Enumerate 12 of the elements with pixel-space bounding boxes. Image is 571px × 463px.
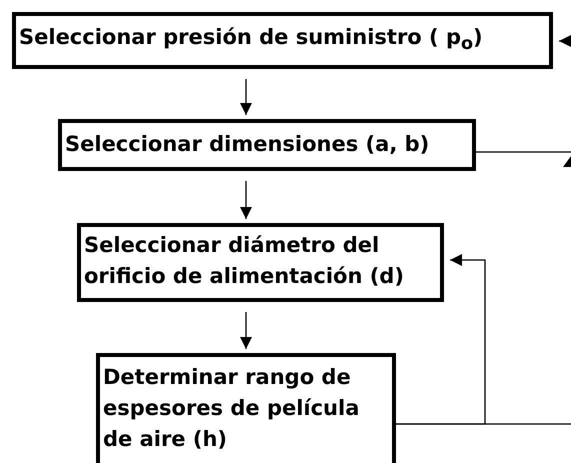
process-box — [96, 353, 396, 463]
process-box — [12, 12, 553, 69]
step-text: Determinar rango de espesores de película de aire (h) — [103, 364, 360, 453]
arrow — [240, 181, 252, 219]
arrow — [240, 79, 252, 115]
process-box — [77, 223, 444, 302]
arrow — [559, 35, 571, 47]
arrow — [240, 312, 252, 349]
step-text: Seleccionar diámetro del orificio de alimentación (d) — [84, 232, 405, 290]
step-text: Seleccionar presión de suministro ( p$_{o}$) — [19, 24, 483, 56]
process-box — [58, 119, 476, 171]
step-text: Seleccionar dimensiones (a, b) — [65, 131, 430, 158]
